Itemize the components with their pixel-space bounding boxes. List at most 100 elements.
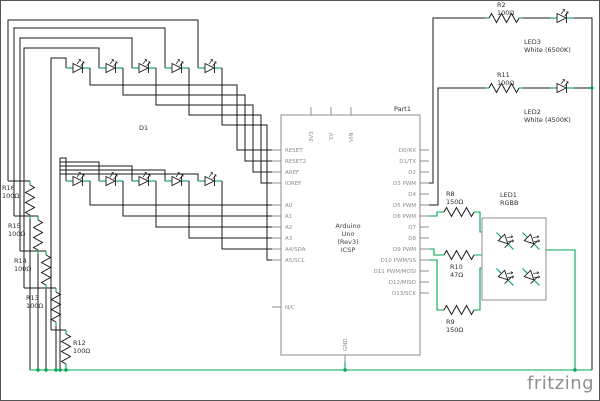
pin-label: D0/RX bbox=[399, 148, 416, 154]
led-array-d1-led[interactable] bbox=[197, 172, 223, 187]
arduino-name: Uno bbox=[342, 230, 355, 238]
led-LED3[interactable] bbox=[549, 9, 575, 24]
arduino-right-pins[interactable] bbox=[420, 149, 429, 294]
arduino-name: Arduino bbox=[335, 222, 360, 230]
arduino-part-label: Part1 bbox=[394, 105, 411, 113]
wire[interactable] bbox=[546, 249, 576, 370]
led-LED2[interactable] bbox=[549, 79, 575, 94]
pin-label-5v: 5V bbox=[329, 133, 335, 140]
resistor-R12[interactable] bbox=[61, 333, 71, 365]
resistor-ref: R12 bbox=[73, 339, 86, 347]
wire[interactable] bbox=[574, 17, 593, 370]
resistor-ref: R10 bbox=[450, 263, 463, 271]
led-desc: White (6500K) bbox=[524, 46, 571, 54]
wire[interactable] bbox=[60, 165, 133, 181]
resistor-value: 150Ω bbox=[446, 326, 463, 334]
wire[interactable] bbox=[13, 27, 166, 216]
resistor-value: 47Ω bbox=[450, 271, 463, 279]
led-array-d1-led[interactable] bbox=[65, 59, 91, 74]
wire[interactable] bbox=[50, 57, 67, 330]
led-ref: LED2 bbox=[524, 108, 541, 116]
wire[interactable] bbox=[429, 248, 444, 256]
wire[interactable] bbox=[23, 47, 100, 288]
wire[interactable] bbox=[429, 259, 444, 311]
led-array-d1-led[interactable] bbox=[197, 59, 223, 74]
pin-label: D5 PWM bbox=[393, 203, 416, 209]
pin-label: D4 bbox=[408, 192, 416, 198]
pin-label: D9 PWM bbox=[393, 247, 416, 253]
resistor-ref: R8 bbox=[446, 190, 455, 198]
resistor-value: 100Ω bbox=[2, 192, 19, 200]
wire[interactable] bbox=[122, 181, 272, 217]
pin-label-3v3: 3V3 bbox=[309, 131, 315, 142]
wire[interactable] bbox=[221, 68, 272, 261]
resistor-R9[interactable] bbox=[443, 305, 475, 315]
led-desc: RGBB bbox=[500, 199, 518, 207]
wire[interactable] bbox=[155, 68, 272, 173]
resistor-R14[interactable] bbox=[41, 254, 51, 286]
resistor-value: 100Ω bbox=[497, 9, 514, 17]
wire[interactable] bbox=[429, 87, 485, 206]
resistor-R15[interactable] bbox=[33, 219, 43, 251]
wire[interactable] bbox=[429, 211, 444, 217]
pin-label: D7 bbox=[408, 225, 416, 231]
led-array-d1-led[interactable] bbox=[131, 59, 157, 74]
led-ref: LED3 bbox=[524, 38, 541, 46]
pin-label: A3 bbox=[285, 236, 293, 242]
pin-label: D6 PWM bbox=[393, 214, 416, 220]
resistor-value: 100Ω bbox=[497, 79, 514, 87]
led-ref: LED1 bbox=[500, 191, 517, 199]
wire[interactable] bbox=[7, 19, 199, 181]
wire[interactable] bbox=[188, 181, 272, 239]
resistor-ref: R15 bbox=[8, 222, 21, 230]
resistor-ref: R11 bbox=[497, 71, 510, 79]
resistor-value: 100Ω bbox=[26, 302, 43, 310]
wire[interactable] bbox=[60, 157, 67, 181]
wire[interactable] bbox=[429, 17, 485, 184]
resistor-R16[interactable] bbox=[25, 184, 35, 216]
resistor-R10[interactable] bbox=[443, 250, 475, 260]
wire[interactable] bbox=[89, 68, 272, 151]
pin-label: A4/SDA bbox=[285, 247, 306, 253]
pin-label: D13/SCK bbox=[392, 291, 416, 297]
wire[interactable] bbox=[122, 68, 272, 162]
resistor-value: 100Ω bbox=[14, 265, 31, 273]
pin-label: A5/SCL bbox=[285, 258, 305, 264]
resistor-ref: R2 bbox=[497, 1, 506, 9]
resistor-value: 150Ω bbox=[446, 198, 463, 206]
fritzing-watermark: fritzing bbox=[527, 373, 594, 394]
led-array-d1-led[interactable] bbox=[98, 59, 124, 74]
arduino-left-pins[interactable] bbox=[272, 149, 281, 308]
arduino-name: (Rev3) bbox=[337, 238, 358, 246]
junction-dots bbox=[36, 86, 594, 372]
pin-label: D2 bbox=[408, 170, 416, 176]
led-array-label: D1 bbox=[139, 124, 148, 132]
led-LED1-package[interactable] bbox=[481, 217, 547, 301]
wire[interactable] bbox=[19, 37, 133, 251]
resistor-R8[interactable] bbox=[443, 207, 475, 217]
wire[interactable] bbox=[60, 173, 199, 181]
led-array-d1-led[interactable] bbox=[65, 172, 91, 187]
led-array-d1-led[interactable] bbox=[164, 172, 190, 187]
wire[interactable] bbox=[221, 181, 272, 250]
pin-label: AREF bbox=[285, 170, 299, 176]
led-array-d1-led[interactable] bbox=[131, 172, 157, 187]
led-array-d1-led[interactable] bbox=[98, 172, 124, 187]
led-array-d1-led[interactable] bbox=[164, 59, 190, 74]
resistor-R13[interactable] bbox=[51, 291, 61, 323]
wire[interactable] bbox=[60, 169, 166, 181]
wire[interactable] bbox=[89, 181, 272, 206]
pin-label: N/C bbox=[285, 305, 295, 311]
pin-label: D11 PWM/MOSI bbox=[373, 269, 416, 275]
pin-label: A1 bbox=[285, 214, 292, 220]
arduino-part[interactable] bbox=[280, 114, 421, 356]
wire[interactable] bbox=[188, 68, 272, 184]
wire[interactable] bbox=[60, 161, 100, 181]
resistor-value: 100Ω bbox=[73, 347, 90, 355]
arduino-name: ICSP bbox=[341, 246, 356, 254]
pin-label: RESET bbox=[285, 148, 303, 154]
wire[interactable] bbox=[155, 181, 272, 228]
led-desc: White (4500K) bbox=[524, 116, 571, 124]
